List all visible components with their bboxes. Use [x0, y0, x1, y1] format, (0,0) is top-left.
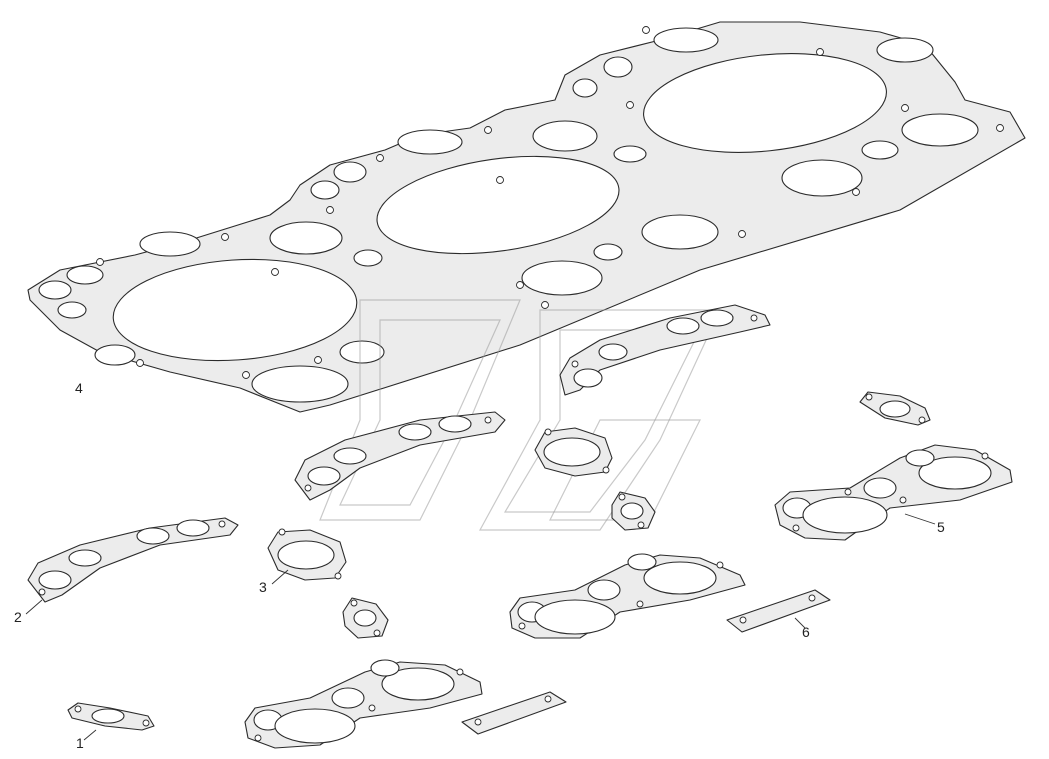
- small-oval-gasket-left: [342, 597, 389, 639]
- round-gasket-middle: [534, 427, 613, 477]
- cylinder-head-gasket: [27, 21, 1026, 413]
- small-oval-gasket-part-1: [67, 702, 155, 731]
- callout-label-5: 5: [937, 519, 945, 535]
- callout-label-1: 1: [76, 735, 84, 751]
- leader-6: [794, 617, 806, 629]
- callout-label-6: 6: [802, 624, 810, 640]
- strip-gasket-bottom: [461, 691, 567, 735]
- manifold-gasket-right: [774, 444, 1013, 541]
- manifold-gasket-middle: [509, 553, 746, 639]
- small-oval-gasket-middle: [611, 491, 656, 531]
- callout-label-4: 4: [75, 380, 83, 396]
- callout-label-2: 2: [14, 609, 22, 625]
- leader-lines: [25, 513, 936, 741]
- leader-3: [271, 569, 289, 585]
- leader-1: [83, 729, 97, 741]
- leader-2: [25, 599, 43, 615]
- round-flange-gasket: [267, 528, 347, 581]
- flange-gasket-upper-right: [559, 304, 771, 396]
- leader-5: [904, 513, 936, 525]
- exhaust-flange-gasket: [27, 517, 239, 603]
- strip-gasket-right: [726, 589, 831, 633]
- flange-gasket-upper-left: [294, 411, 506, 501]
- manifold-gasket-bottom: [244, 659, 483, 749]
- small-oval-gasket-top-right: [859, 391, 931, 426]
- callout-label-3: 3: [259, 579, 267, 595]
